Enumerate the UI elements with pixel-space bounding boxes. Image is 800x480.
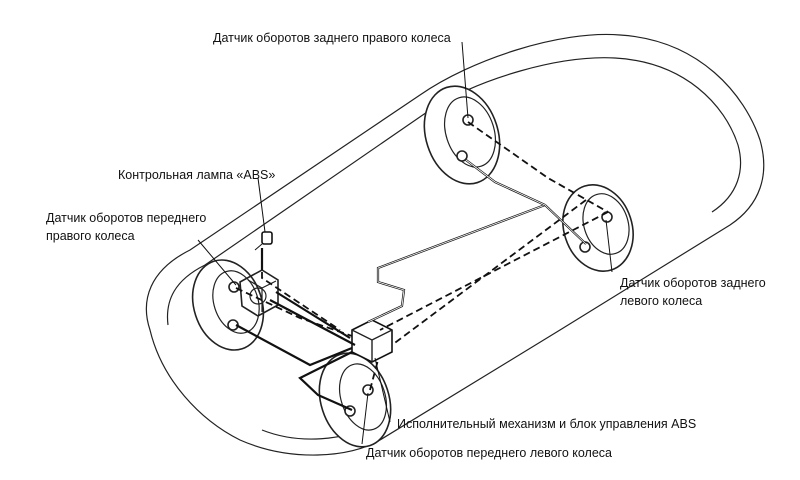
abs-warning-lamp <box>254 231 273 251</box>
label-front-right-sensor-2: правого колеса <box>46 229 135 243</box>
rear-left-wheel <box>562 184 634 272</box>
front-right-wheel <box>191 259 265 351</box>
label-rear-left-sensor-1: Датчик оборотов заднего <box>620 276 766 290</box>
abs-actuator-unit <box>351 319 393 363</box>
label-rear-right-sensor: Датчик оборотов заднего правого колеса <box>213 31 451 45</box>
rear-right-hub <box>456 150 468 162</box>
sensor-wiring <box>235 121 609 391</box>
label-abs-lamp: Контрольная лампа «ABS» <box>118 168 275 182</box>
label-front-left-sensor: Датчик оборотов переднего левого колеса <box>366 446 612 460</box>
label-abs-unit: Исполнительный механизм и блок управлени… <box>397 417 696 431</box>
rear-right-wheel <box>423 85 501 185</box>
label-rear-left-sensor-2: левого колеса <box>620 294 702 308</box>
front-right-sensor <box>228 281 240 293</box>
leader-lines <box>197 41 613 445</box>
brake-lines <box>235 159 587 412</box>
label-front-right-sensor-1: Датчик оборотов переднего <box>46 211 206 225</box>
